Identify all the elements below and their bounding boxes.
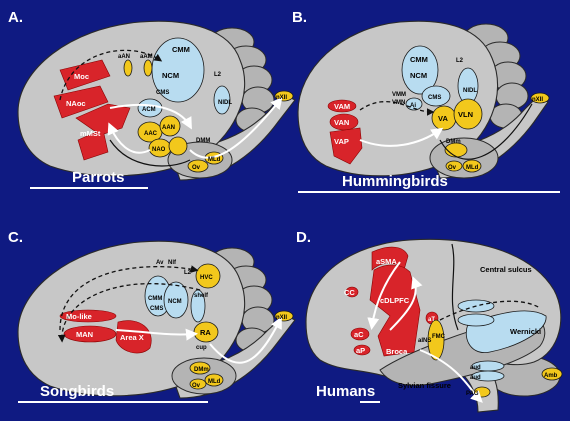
label-mld-c: MLd [208, 379, 221, 385]
label-ncm-b: NCM [410, 71, 427, 80]
label-mo-like: Mo-like [66, 312, 92, 321]
label-ai: Ai [410, 103, 416, 109]
label-area-x: Area X [120, 333, 144, 342]
label-mmst: mMSt [80, 129, 101, 138]
label-aac: AAC [144, 131, 158, 137]
label-nxii-c: nXII [276, 315, 287, 321]
label-cmm-b: CMM [410, 55, 428, 64]
panel-c-letter: C. [8, 229, 23, 246]
label-ac: aC [354, 330, 364, 339]
label-ap: aP [356, 346, 365, 355]
label-pag: PAG [466, 391, 479, 397]
caption-parrots: Parrots [72, 169, 125, 186]
label-ncm-c: NCM [168, 299, 182, 305]
panel-songbirds: C. [8, 229, 295, 402]
label-broca: Broca [386, 347, 408, 356]
panel-humans: D. [296, 229, 562, 412]
label-aam: aAM [140, 54, 153, 60]
label-ov-c: Ov [192, 383, 201, 389]
label-nidl-b: NIDL [463, 88, 477, 94]
label-mld-a: MLd [208, 157, 221, 163]
label-hvc: HVC [200, 275, 213, 281]
label-l2-b: L2 [456, 58, 464, 64]
label-cms-b: CMS [428, 95, 441, 101]
label-dmm-a: DMM [196, 138, 210, 144]
panel-d-letter: D. [296, 229, 311, 246]
label-sylvian-fissure: Sylvian fissure [398, 381, 451, 390]
label-cc: CC [344, 288, 355, 297]
label-nxii-a: nXII [276, 95, 287, 101]
label-cmm-a: CMM [172, 45, 190, 54]
label-nao: NAO [152, 147, 166, 153]
label-ov-a: Ov [192, 165, 201, 171]
label-cdlpfc: cDLPFC [380, 296, 410, 305]
label-av: Av [156, 260, 164, 266]
label-vam: VAM [334, 102, 350, 111]
label-moc: Moc [74, 72, 89, 81]
label-aan: aAN [118, 54, 130, 60]
hummingbird-optic-tectum [430, 138, 498, 178]
label-wernicki: Wernicki [510, 327, 541, 336]
label-central-sulcus: Central sulcus [480, 265, 532, 274]
label-ains: aINS [418, 338, 431, 344]
label-va: VA [438, 114, 448, 123]
label-amb: Amb [544, 373, 558, 379]
label-nlf: Nlf [168, 260, 177, 266]
label-nidl-a: NIDL [218, 100, 232, 106]
label-vap: VAP [334, 137, 349, 146]
label-ra: RA [200, 328, 211, 337]
panel-b-letter: B. [292, 9, 307, 26]
label-acm: ACM [142, 107, 156, 113]
label-aud-1: aud [470, 365, 481, 371]
label-vmn: VMN [392, 100, 405, 106]
label-cms-a: CMS [156, 90, 169, 96]
label-l2-c: L2 [184, 270, 192, 276]
panel-parrots: A. [8, 9, 295, 188]
label-shelf: shelf [194, 293, 209, 299]
label-aan2: AAN [162, 125, 175, 131]
panel-a-letter: A. [8, 9, 23, 26]
label-asma: aSMA [376, 257, 397, 266]
label-aud-2: aud [470, 375, 481, 381]
label-nxii-b: nXII [532, 97, 543, 103]
label-cms-c: CMS [150, 306, 163, 312]
label-at: aT [428, 317, 435, 323]
caption-humans: Humans [316, 383, 375, 400]
label-ov-b: Ov [448, 165, 457, 171]
caption-hummingbirds: Hummingbirds [342, 173, 448, 190]
label-dmm-b: DMm [446, 139, 461, 145]
label-l2-a: L2 [214, 72, 222, 78]
label-ncm-a: NCM [162, 71, 179, 80]
label-vmm: VMM [392, 92, 406, 98]
label-mld-b: MLd [466, 165, 479, 171]
label-cmm-c: CMM [148, 296, 162, 302]
label-naoc: NAoc [66, 99, 86, 108]
label-vln: VLN [458, 110, 473, 119]
label-cup: cup [196, 345, 207, 351]
label-fmc: FMC [432, 334, 446, 340]
label-van: VAN [334, 118, 349, 127]
label-dmm-c: DMm [194, 367, 209, 373]
panel-hummingbirds: B. [292, 9, 560, 192]
caption-songbirds: Songbirds [40, 383, 114, 400]
label-man: MAN [76, 330, 93, 339]
